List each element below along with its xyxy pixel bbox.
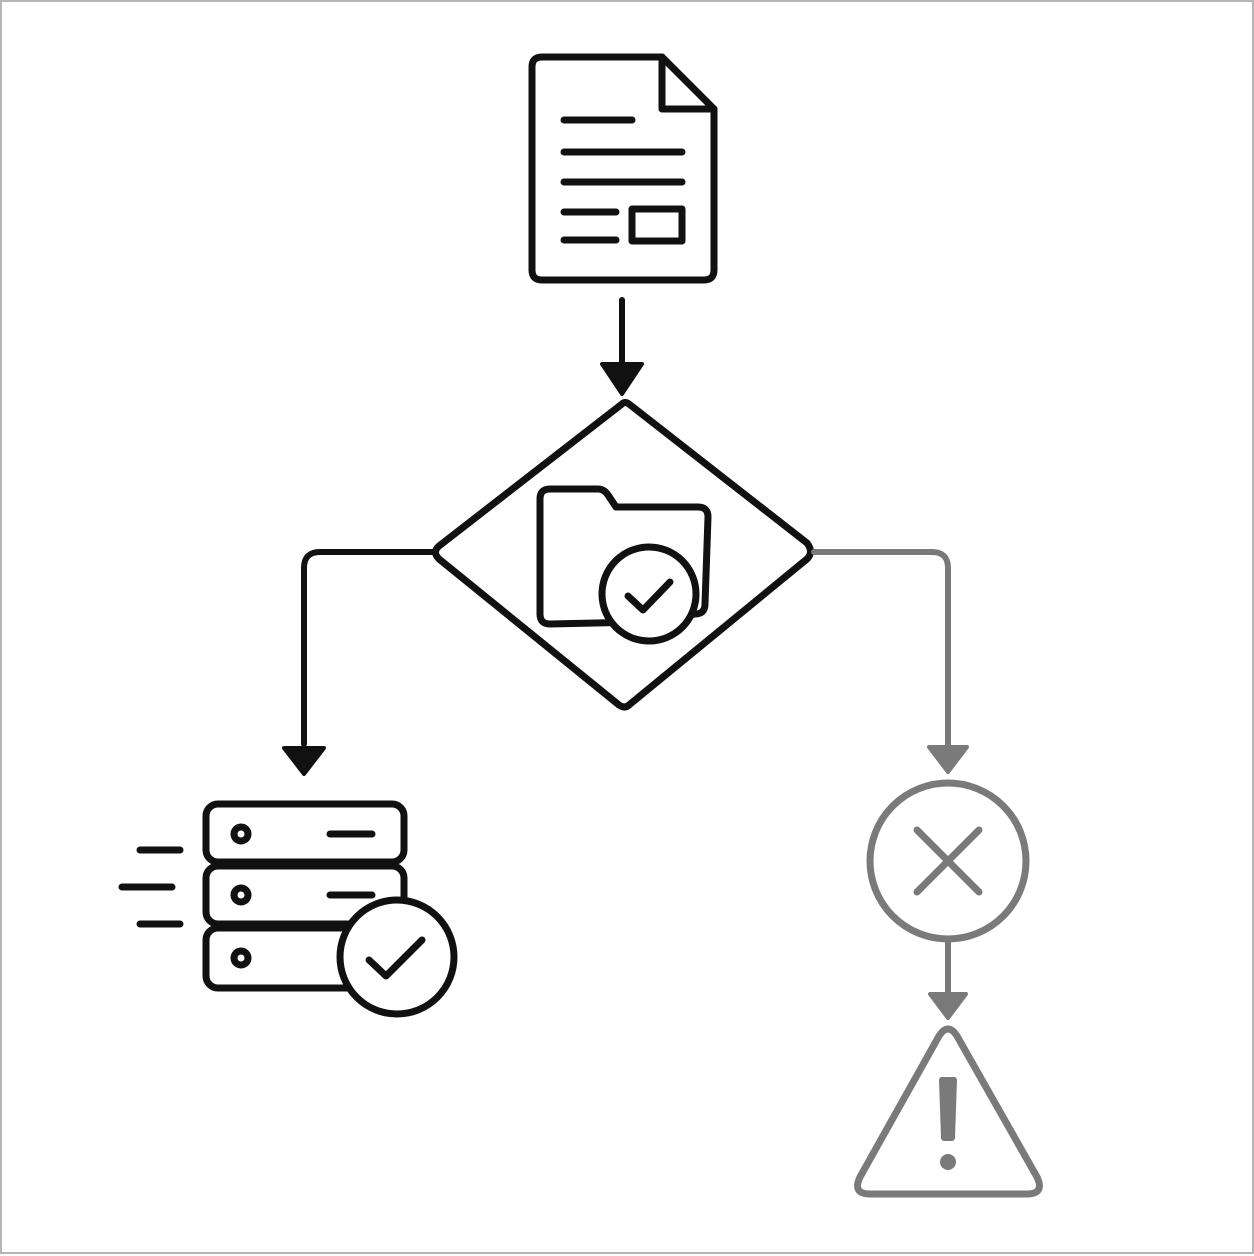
warning-triangle-icon [854, 1025, 1043, 1198]
folder-check-icon [536, 485, 712, 645]
document-icon [528, 53, 718, 284]
edge-decision-to-reject [811, 549, 969, 774]
edge-reject-to-alert [928, 939, 968, 1020]
circle-x-icon [866, 779, 1030, 943]
edge-decision-to-success [282, 549, 437, 776]
server-check-icon [118, 800, 458, 1018]
edge-source-to-decision [600, 297, 644, 396]
